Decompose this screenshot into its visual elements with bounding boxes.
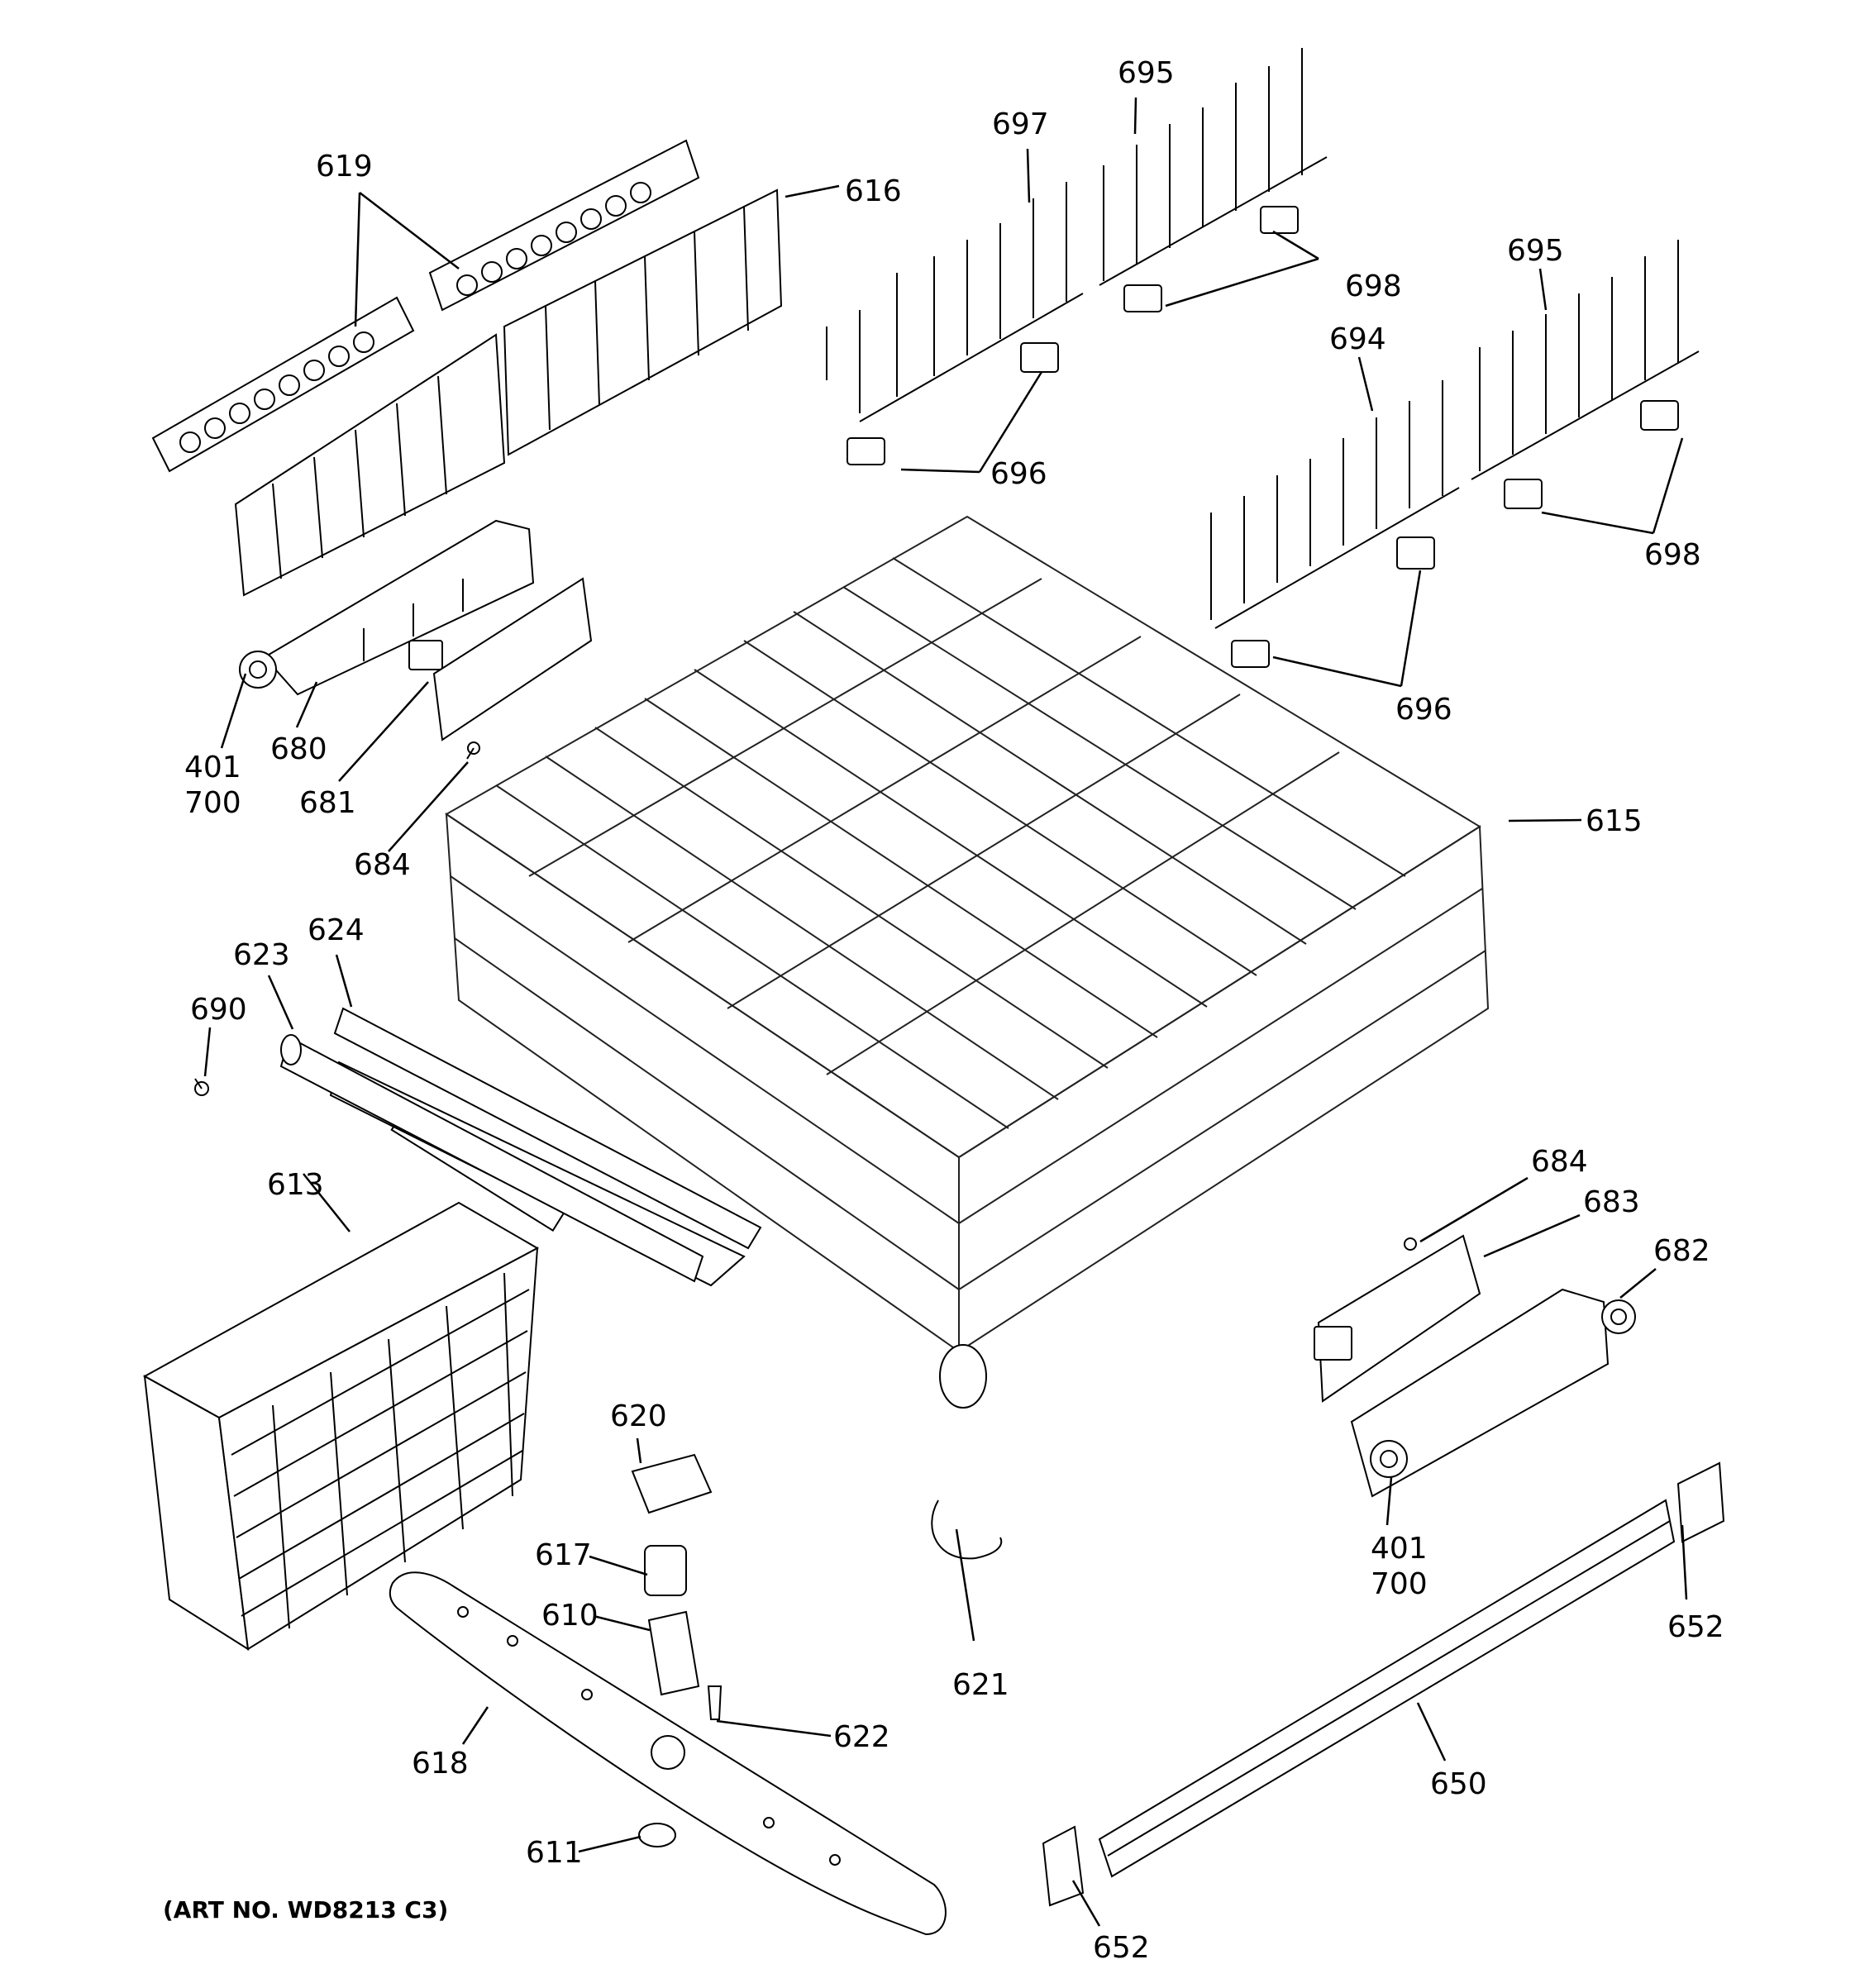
label-615: 615 [1586, 804, 1643, 838]
part-695-tine-row-lower [1471, 240, 1700, 480]
part-694-tine-row [1210, 380, 1460, 629]
part-683-bracket-right [1314, 1234, 1481, 1403]
label-401-right: 401 [1371, 1532, 1428, 1566]
part-652-end-cap-left [1042, 1825, 1085, 1907]
part-622-screw [707, 1685, 723, 1720]
label-696-lower: 696 [1395, 693, 1452, 727]
label-652-left: 652 [1093, 1931, 1150, 1965]
label-683: 683 [1583, 1185, 1640, 1219]
part-690-screw [194, 1078, 209, 1096]
label-695-top: 695 [1118, 56, 1175, 90]
label-620: 620 [610, 1399, 667, 1433]
part-611-washer [638, 1823, 676, 1847]
label-619: 619 [316, 150, 373, 184]
part-619-shelf-clips [151, 139, 700, 473]
part-680-rack-adjuster-left [263, 519, 535, 696]
part-650-rail [1098, 1499, 1676, 1878]
part-610-spray-arm-mount [647, 1610, 700, 1696]
label-611: 611 [526, 1836, 583, 1870]
part-618-lower-spray-arm [389, 1571, 947, 1936]
label-621: 621 [952, 1668, 1009, 1702]
part-616-shelf-frame [234, 188, 783, 597]
part-697-tine-row [826, 182, 1084, 422]
label-617: 617 [535, 1538, 592, 1572]
part-682-rack-adjuster-right [1350, 1288, 1610, 1498]
callout-labels: 619 616 697 695 698 695 694 696 698 696 … [163, 56, 1724, 1965]
label-684-left: 684 [354, 848, 411, 882]
part-615-upper-rack [445, 515, 1490, 1353]
part-698-pivot-clips-lower [1504, 400, 1679, 509]
leader-lines [203, 97, 1688, 1927]
label-401-left: 401 [184, 751, 241, 784]
label-697: 697 [992, 107, 1049, 141]
art-number: (ART NO. WD8213 C3) [163, 1896, 448, 1924]
label-681: 681 [299, 786, 356, 820]
label-690: 690 [190, 993, 247, 1027]
part-696-pivot-clips-top [847, 342, 1059, 465]
label-650: 650 [1430, 1767, 1487, 1801]
label-698-lower: 698 [1644, 538, 1701, 572]
part-698-pivot-clips-top [1123, 206, 1299, 312]
part-401-wheel-right [1370, 1440, 1408, 1478]
label-613: 613 [267, 1168, 324, 1202]
part-696-pivot-clips-lower [1231, 536, 1435, 668]
part-613-silverware-basket [142, 1201, 540, 1651]
label-700-right: 700 [1371, 1567, 1428, 1601]
label-610: 610 [541, 1599, 599, 1633]
label-698-top: 698 [1345, 269, 1402, 303]
part-684-screw-right [1404, 1237, 1417, 1251]
label-695-lower: 695 [1507, 234, 1564, 268]
label-700-left: 700 [184, 786, 241, 820]
part-684-screw-left [466, 741, 480, 760]
part-695-tine-row-top [1099, 48, 1328, 286]
part-401-wheel-left [239, 651, 277, 689]
part-623-tube [279, 1034, 704, 1283]
label-682: 682 [1653, 1234, 1710, 1268]
label-622: 622 [833, 1720, 890, 1754]
label-680: 680 [270, 732, 327, 766]
part-617-supply-tube [639, 1344, 987, 1596]
part-681-bracket-left [408, 577, 593, 741]
label-624: 624 [308, 913, 365, 947]
part-652-end-cap-right [1676, 1461, 1725, 1543]
label-694: 694 [1329, 322, 1386, 356]
label-696-top: 696 [990, 457, 1047, 491]
label-623: 623 [233, 938, 290, 972]
label-652-right: 652 [1667, 1610, 1724, 1644]
label-618: 618 [412, 1747, 469, 1781]
label-684-right: 684 [1531, 1145, 1588, 1179]
part-621-hose-clamp [931, 1499, 1003, 1560]
part-682-wheel [1601, 1299, 1636, 1334]
part-620-hose-clip [631, 1453, 713, 1514]
label-616: 616 [845, 174, 902, 208]
